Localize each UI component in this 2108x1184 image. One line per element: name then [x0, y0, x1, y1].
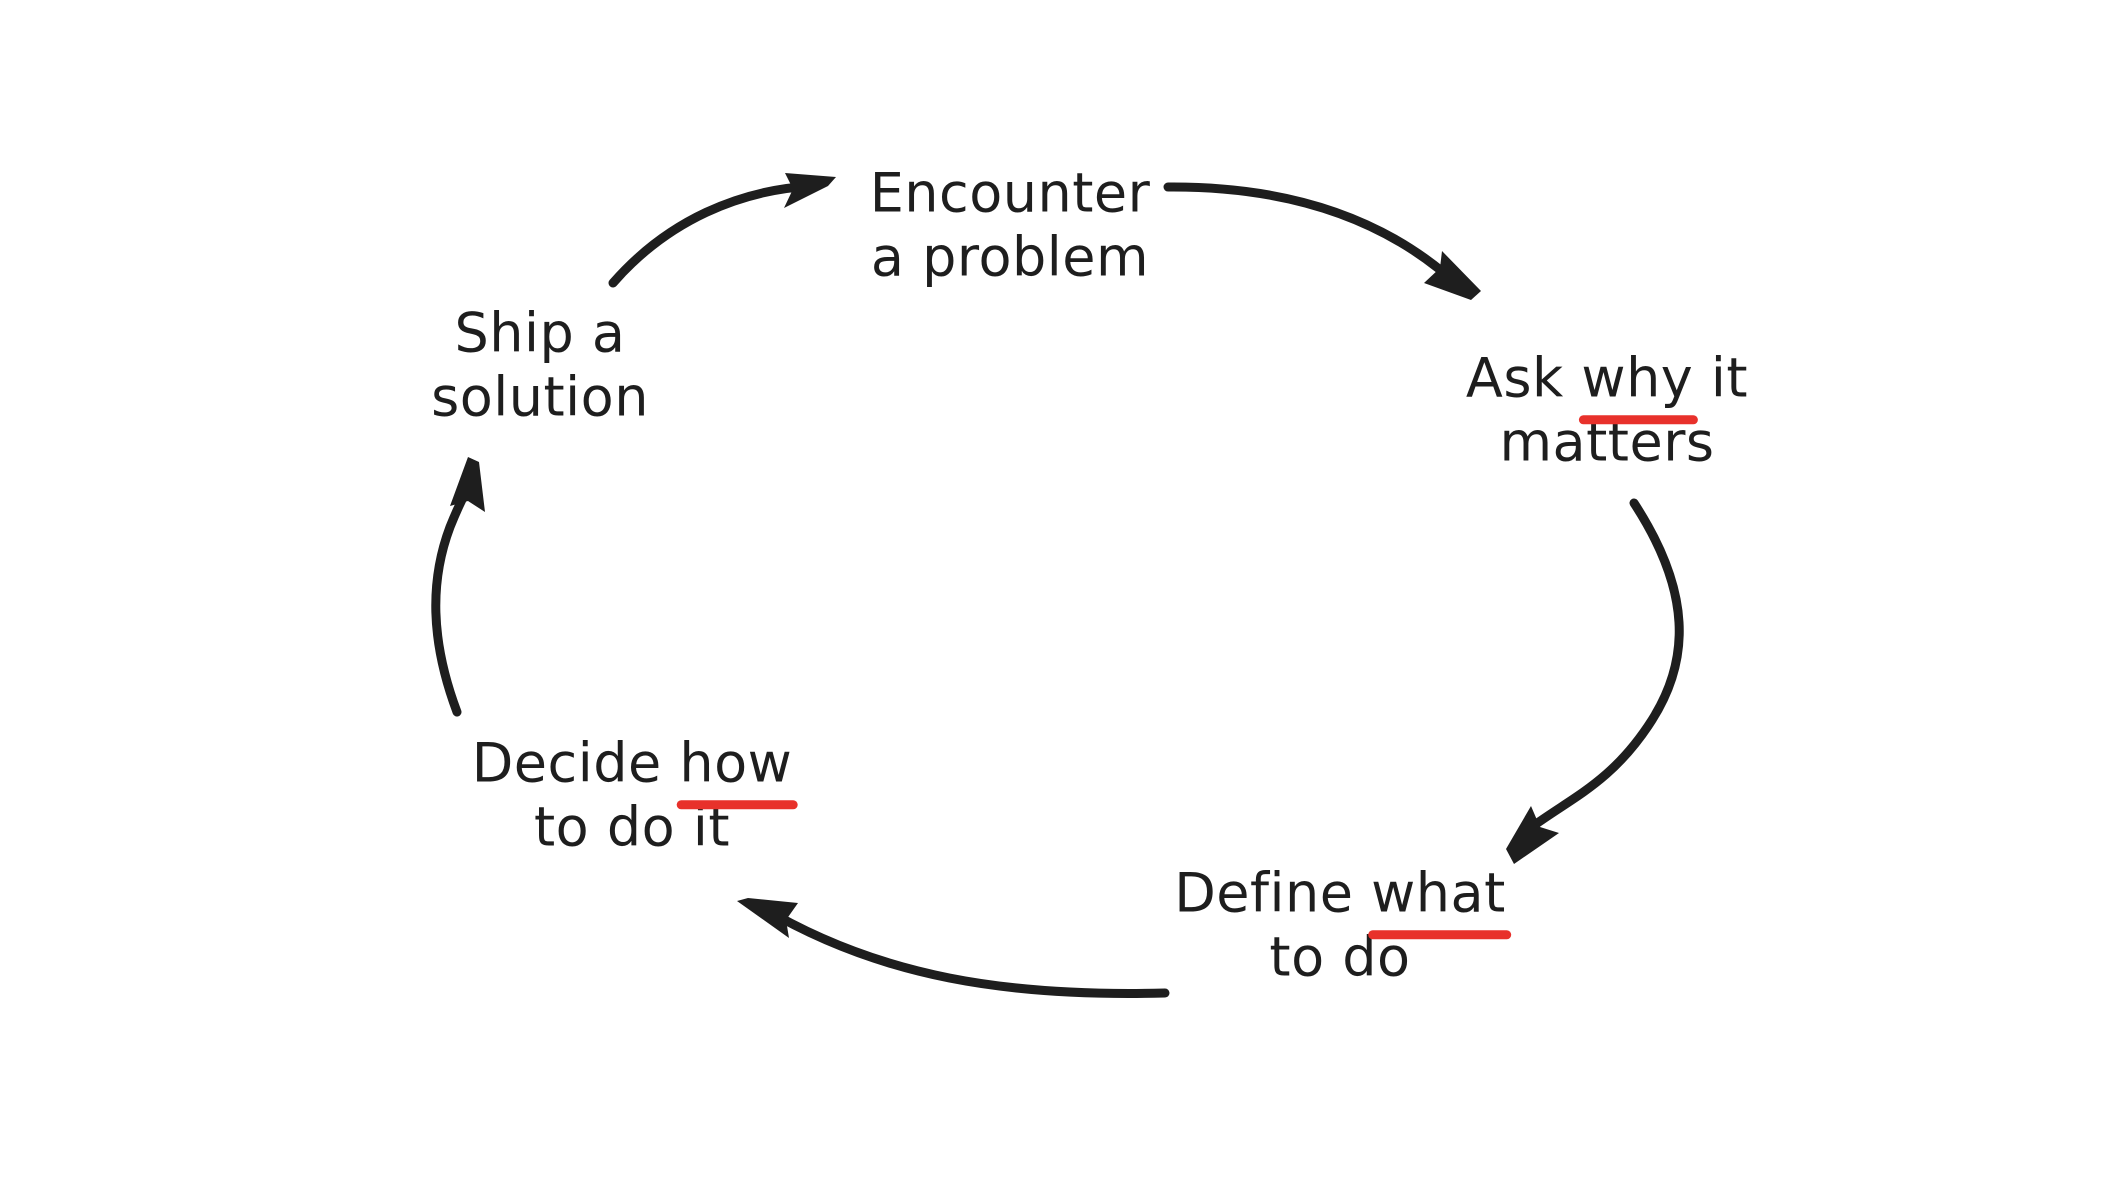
node-ship-solution-line-2: solution [431, 365, 649, 428]
node-define-what-line-1: Define what [1174, 861, 1511, 939]
arrowhead-ask-why-to-define-what [1506, 806, 1559, 864]
node-ask-why-emphasis-why: why [1578, 346, 1699, 424]
node-define-what-emphasis-what: what [1368, 861, 1511, 939]
arrow-ship-solution-to-encounter [608, 181, 817, 288]
node-ask-why-text-after: it [1693, 346, 1749, 410]
node-encounter-line-1: Encounter [869, 161, 1151, 225]
node-encounter-a-problem[interactable]: Encounter a problem [870, 161, 1151, 288]
arrow-define-what-to-decide-how [755, 901, 1170, 998]
arrowhead-encounter-to-ask-why [1424, 251, 1481, 300]
node-ask-why-line-1: Ask why it [1465, 346, 1749, 424]
node-define-what-to-do[interactable]: Define what to do [1174, 861, 1511, 988]
node-encounter-line-2: a problem [870, 225, 1150, 288]
arrowhead-ship-solution-to-encounter [784, 173, 836, 208]
node-decide-how-to-do-it[interactable]: Decide how to do it [471, 731, 798, 858]
node-ask-why-it-matters[interactable]: Ask why it matters [1466, 346, 1748, 473]
arrowhead-decide-how-to-ship-solution [450, 457, 485, 512]
node-ask-why-text-before: Ask [1465, 346, 1582, 410]
arrow-ask-why-to-define-what [1513, 498, 1684, 843]
arrow-encounter-to-ask-why [1163, 182, 1467, 294]
node-ship-a-solution[interactable]: Ship a solution [431, 301, 649, 428]
node-ship-solution-line-1: Ship a [454, 301, 626, 365]
arrow-decide-how-to-ship-solution [431, 471, 479, 717]
node-decide-how-line-1: Decide how [471, 731, 798, 809]
node-define-what-text-before: Define [1174, 861, 1372, 925]
node-decide-how-emphasis-how: how [676, 731, 798, 809]
node-decide-how-text-before: Decide [471, 731, 680, 795]
arrowhead-define-what-to-decide-how [737, 898, 798, 938]
